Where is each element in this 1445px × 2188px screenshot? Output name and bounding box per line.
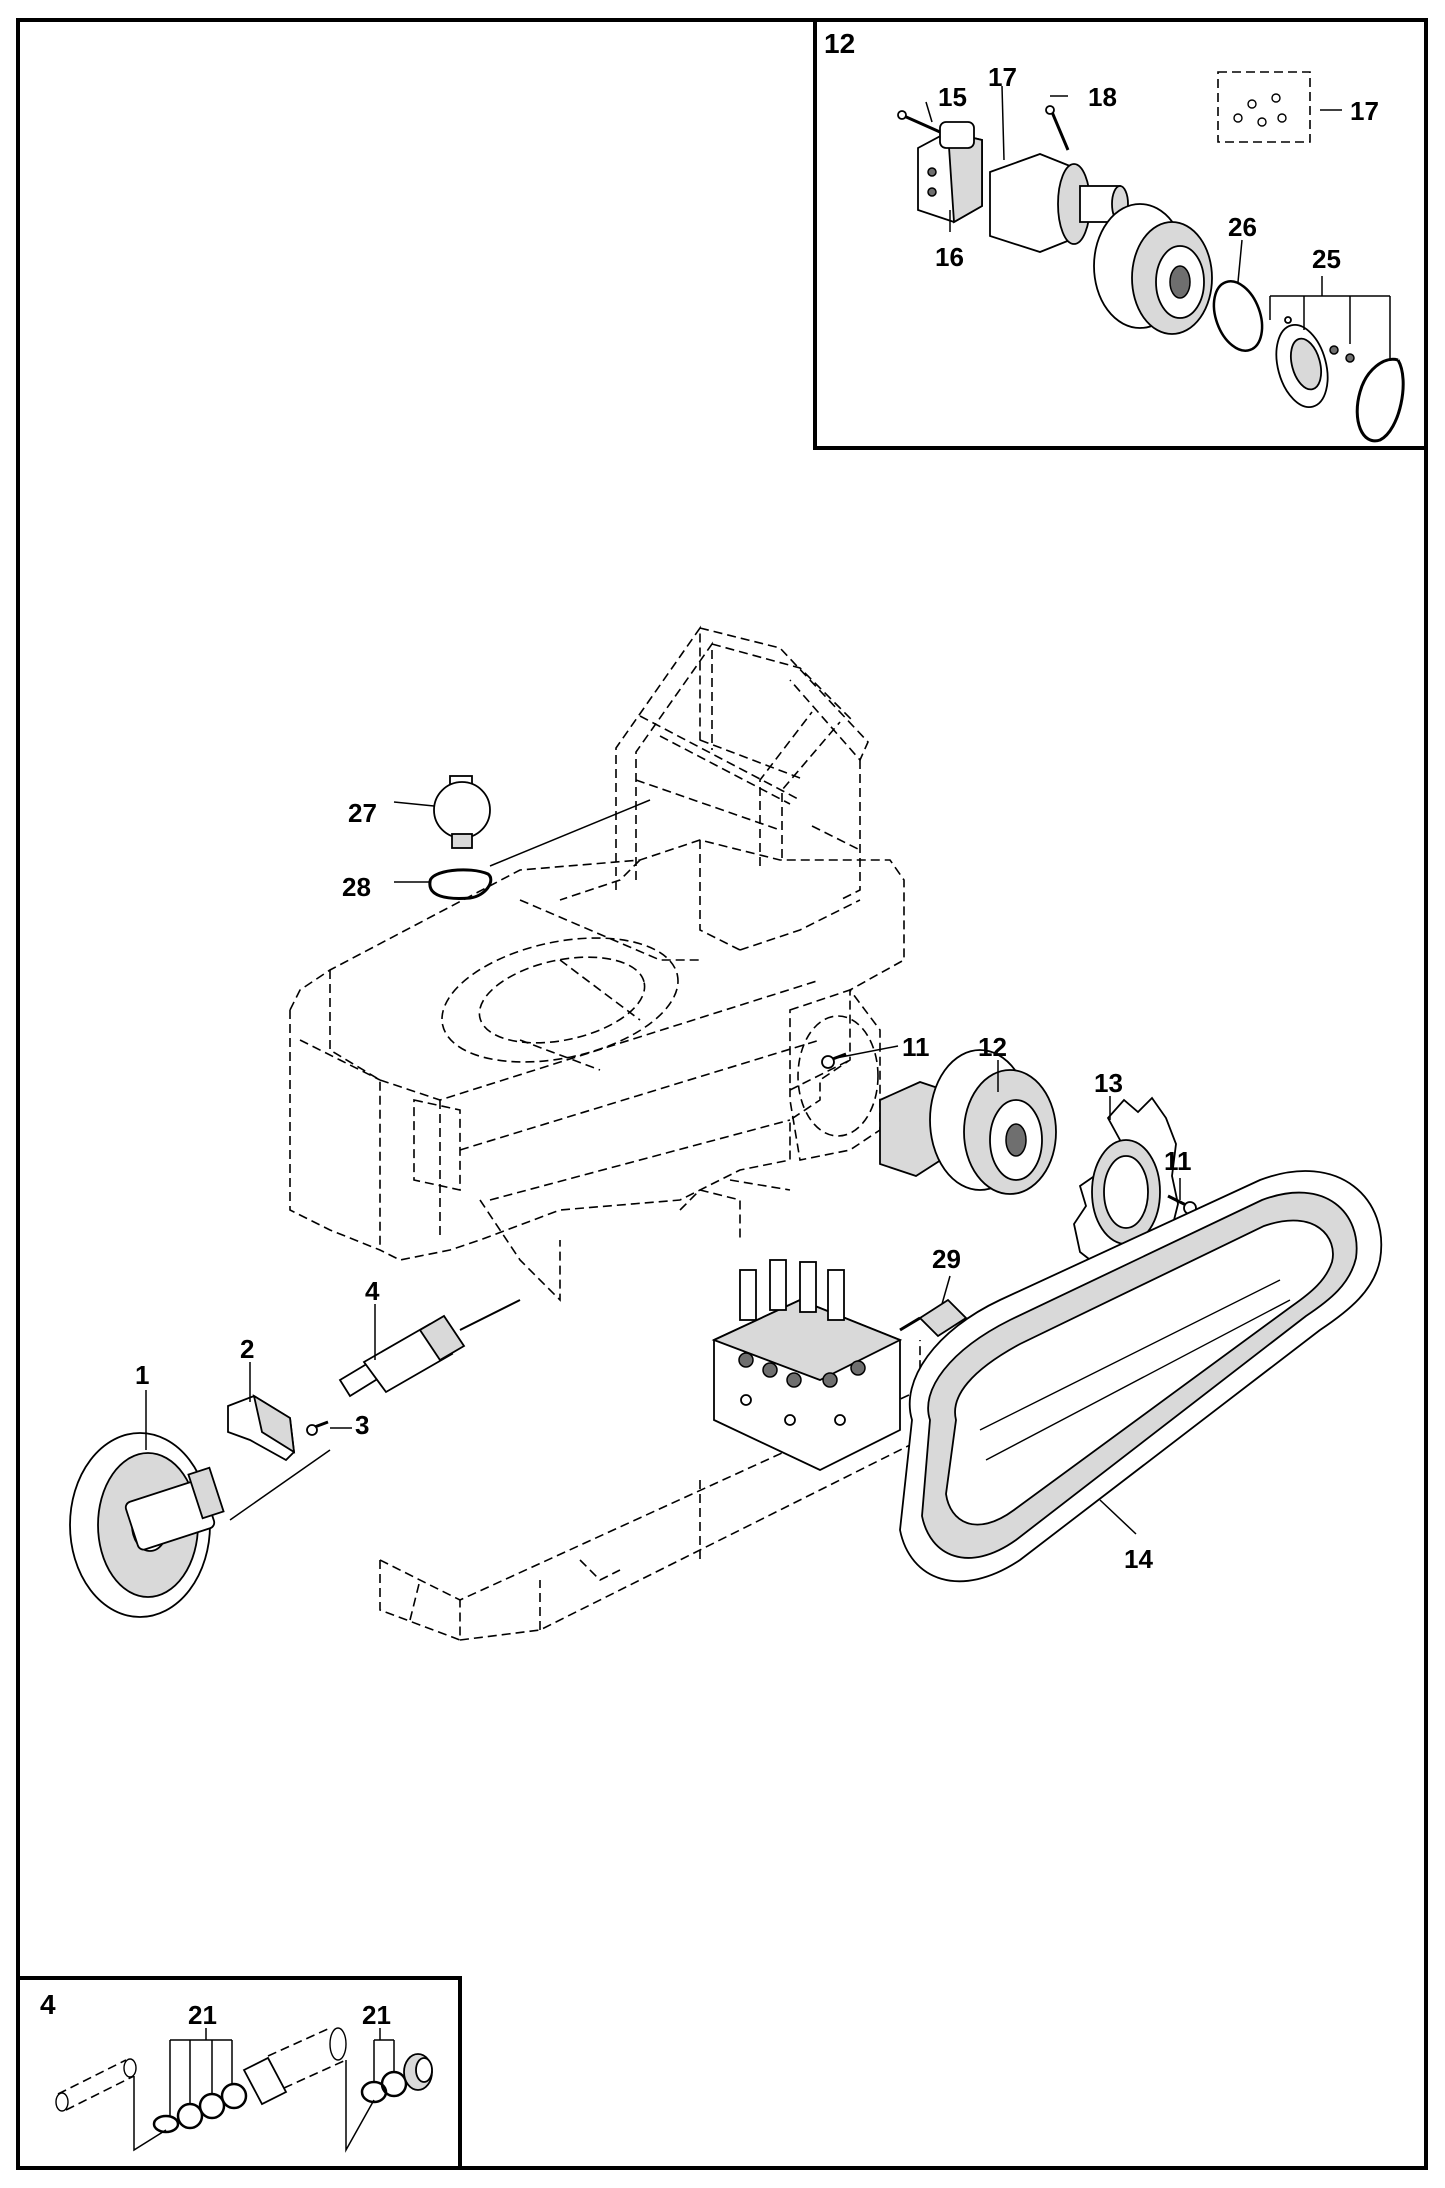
clamp-part-28 — [428, 868, 493, 900]
leader-26 — [1237, 239, 1243, 283]
seal-set-left — [152, 2082, 248, 2134]
drive-motor-part-12 — [879, 1049, 1057, 1195]
control-valve-block — [711, 1259, 903, 1472]
callout-11a: 11 — [902, 1032, 930, 1062]
callout-26: 26 — [1228, 212, 1257, 242]
leader-21a — [169, 2028, 233, 2116]
main-leaders — [145, 799, 1181, 1535]
callout-29: 29 — [932, 1244, 961, 1274]
hub-part-17 — [989, 153, 1129, 253]
idler-bracket-part-2 — [227, 1394, 296, 1462]
screw-set-box-17 — [1217, 71, 1311, 143]
callout-4: 4 — [365, 1276, 380, 1306]
cover-part-25 — [1275, 316, 1355, 408]
inset-motor-assembly: 12 — [813, 18, 1428, 450]
inset-motor-label: 12 — [824, 28, 855, 59]
rops-frame — [615, 625, 869, 901]
outer-frame — [16, 18, 1428, 2170]
callout-15: 15 — [938, 82, 967, 112]
fitting-part-29 — [899, 1298, 968, 1338]
idler-wheel-part-1 — [69, 1432, 225, 1618]
o-ring-part-26 — [1212, 280, 1264, 352]
rubber-track-part-14 — [899, 1170, 1383, 1583]
inset-cylinder-label: 4 — [40, 1989, 56, 2020]
gear-housing — [1093, 203, 1213, 335]
undercarriage-frame — [289, 839, 905, 1302]
leader-rod-left — [133, 2076, 167, 2152]
screw-part-3 — [306, 1420, 329, 1436]
leader-rod-right — [345, 2060, 375, 2153]
leader-17a — [1001, 85, 1005, 161]
callout-11b: 11 — [1164, 1146, 1192, 1176]
seal-set-right — [360, 2053, 433, 2104]
piston-rod — [55, 2058, 137, 2112]
callout-21a: 21 — [188, 2000, 217, 2030]
callout-17a: 17 — [988, 62, 1017, 92]
callout-16: 16 — [935, 242, 964, 272]
callout-28: 28 — [342, 872, 371, 902]
inset-cylinder-frame — [16, 1976, 462, 2170]
valve-block-and-base-plate — [379, 1259, 921, 1642]
screw-part-18 — [1045, 105, 1070, 151]
inset-cylinder-seals: 4 — [16, 1976, 462, 2170]
screw-part-15 — [897, 110, 941, 134]
leader-25 — [1269, 276, 1391, 360]
callout-3: 3 — [355, 1410, 369, 1440]
callout-2: 2 — [240, 1334, 254, 1364]
bracket-part-16 — [917, 121, 983, 224]
callout-18: 18 — [1088, 82, 1117, 112]
cylinder-barrel — [242, 2027, 347, 2106]
callout-1: 1 — [135, 1360, 149, 1390]
callout-17b: 17 — [1350, 96, 1379, 126]
accumulator-part-27 — [433, 775, 491, 849]
leader-21b — [373, 2028, 395, 2082]
callout-25: 25 — [1312, 244, 1341, 274]
tension-cylinder-part-4 — [229, 1299, 521, 1521]
callout-14: 14 — [1124, 1544, 1153, 1574]
callout-21b: 21 — [362, 2000, 391, 2030]
callout-27: 27 — [348, 798, 377, 828]
leader-15 — [925, 101, 933, 123]
callout-12: 12 — [978, 1032, 1007, 1062]
snap-ring — [1355, 357, 1405, 443]
callout-13: 13 — [1094, 1068, 1123, 1098]
